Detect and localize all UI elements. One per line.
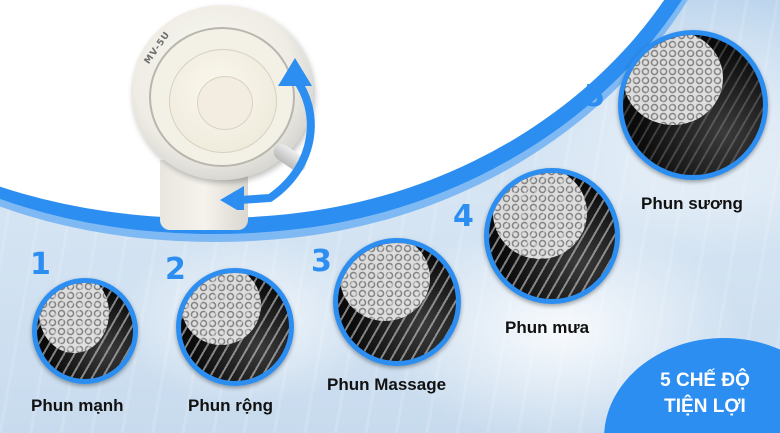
mode-1-photo	[32, 278, 138, 384]
mode-number: 1	[30, 247, 51, 282]
mist-spray	[623, 35, 763, 175]
mode-4-photo	[484, 168, 620, 304]
mode-label: Phun rộng	[188, 396, 273, 415]
spray-streams	[338, 243, 456, 361]
shower-head-hub	[197, 76, 253, 130]
mode-number: 3	[311, 244, 332, 279]
mode-number: 5	[584, 79, 605, 114]
mode-label: Phun sương	[641, 194, 743, 213]
mode-label: Phun Massage	[327, 375, 447, 394]
mode-2-photo	[176, 268, 294, 386]
mode-number: 4	[453, 199, 474, 234]
mode-number: 2	[165, 252, 186, 287]
mode-label: Phun mưa	[505, 318, 590, 337]
spray-streams	[37, 283, 133, 379]
badge-line-1: 5 CHẾ ĐỘ	[660, 370, 750, 391]
badge-line-2: TIỆN LỢI	[664, 396, 746, 417]
nozzle-plate	[623, 35, 723, 125]
mode-label: Phun mạnh	[31, 396, 124, 415]
badge-text: 5 CHẾ ĐỘ TIỆN LỢI	[630, 368, 780, 420]
spray-streams	[489, 173, 615, 299]
spray-streams	[181, 273, 289, 381]
rotate-arrow-icon	[220, 58, 315, 210]
mode-3-photo	[333, 238, 461, 366]
mode-5-photo	[618, 30, 768, 180]
